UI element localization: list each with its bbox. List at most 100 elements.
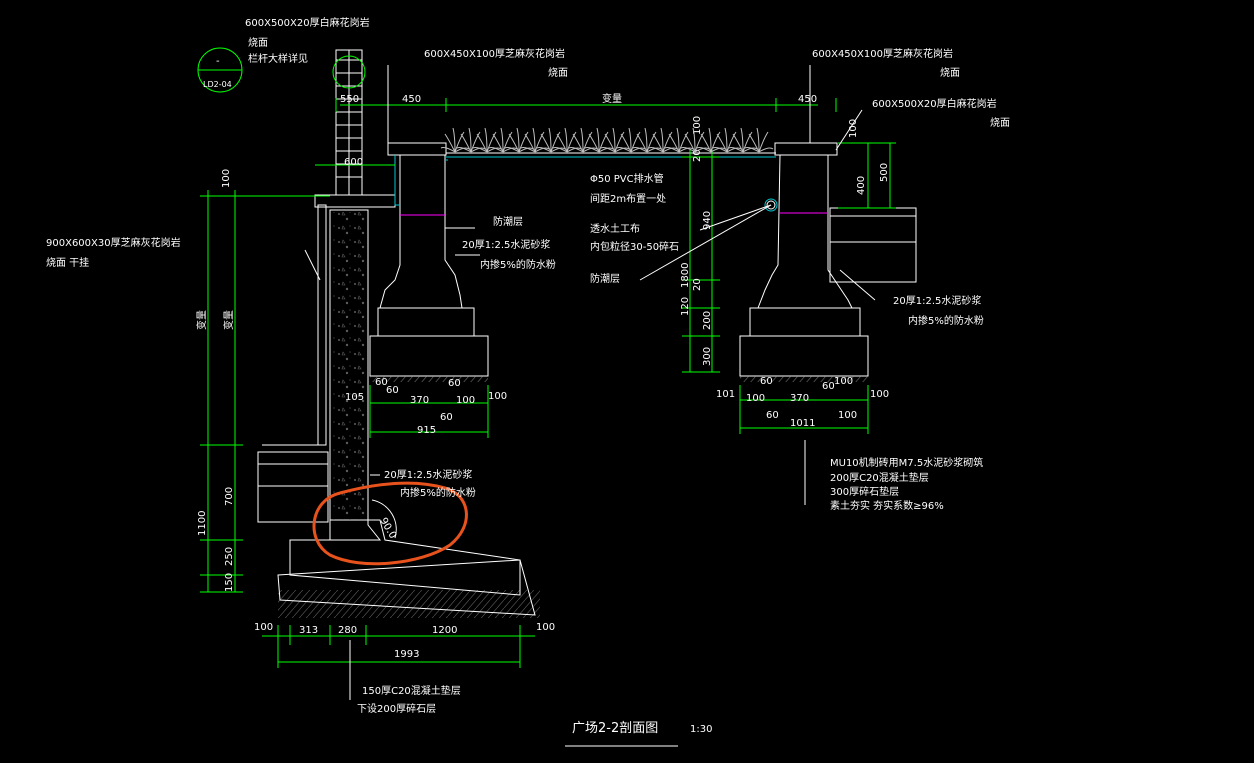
plant xyxy=(552,127,582,153)
dim-150: 150 xyxy=(224,573,235,592)
note-left-cap-1: 600X450X100厚芝麻灰花岗岩 xyxy=(424,47,565,60)
plant xyxy=(744,127,774,153)
plant xyxy=(680,127,710,153)
note-geotextile-2: 内包粒径30-50碎石 xyxy=(590,240,679,253)
planting-bed xyxy=(446,152,776,158)
note-base-2: 下设200厚碎石层 xyxy=(357,702,436,715)
left-planter-wall xyxy=(369,142,489,382)
dim-280: 280 xyxy=(338,625,357,636)
dim-450-left: 450 xyxy=(402,94,421,105)
dim-r60-b: 60 xyxy=(822,381,835,392)
plant xyxy=(584,127,614,153)
highlight-circle xyxy=(312,481,468,566)
plant xyxy=(440,127,470,153)
dim-var-top: 变量 xyxy=(602,92,622,105)
note-mortar-low-2: 内掺5%的防水粉 xyxy=(400,486,476,499)
plant xyxy=(600,127,630,153)
dim-250: 250 xyxy=(224,547,235,566)
note-geotextile-1: 透水土工布 xyxy=(590,222,640,235)
dim-r100-c: 100 xyxy=(870,389,889,400)
plant xyxy=(536,127,566,153)
dim-400: 400 xyxy=(856,176,867,195)
notes: 600X500X20厚白麻花岗岩 烧面 栏杆大样详见 600X450X100厚芝… xyxy=(46,16,1010,715)
dim-base-100-left: 100 xyxy=(254,622,273,633)
dim-var-a: 变量 xyxy=(195,310,208,330)
dim-915: 915 xyxy=(417,425,436,436)
note-right-cap-2: 烧面 xyxy=(940,66,960,79)
note-masonry-3: 300厚碎石垫层 xyxy=(830,485,899,498)
note-damp-left: 防潮层 xyxy=(493,215,523,228)
plants xyxy=(440,127,774,153)
note-cladding-2: 烧面 干挂 xyxy=(46,256,89,269)
dim-r60-a: 60 xyxy=(760,376,773,387)
dim-r60-c: 60 xyxy=(766,410,779,421)
dim-1993: 1993 xyxy=(394,649,419,660)
note-mortar-right-2: 内掺5%的防水粉 xyxy=(908,314,984,327)
plant xyxy=(648,127,678,153)
dim-550: 550 xyxy=(340,94,359,105)
note-railing-3: 栏杆大样详见 xyxy=(248,52,308,65)
dim-60-c: 60 xyxy=(448,378,461,389)
dim-base-100-right: 100 xyxy=(536,622,555,633)
note-drain-1: Φ50 PVC排水管 xyxy=(590,172,664,185)
note-drain-2: 间距2m布置一处 xyxy=(590,192,666,205)
dim-20: 20 xyxy=(692,149,703,162)
note-mortar-right-1: 20厚1:2.5水泥砂浆 xyxy=(893,294,981,307)
detail-ref-top: - xyxy=(216,56,220,67)
plant xyxy=(472,127,502,153)
dim-r100-b: 100 xyxy=(834,376,853,387)
dim-300: 300 xyxy=(702,347,713,366)
dim-60-d: 60 xyxy=(440,412,453,423)
plant xyxy=(696,127,726,153)
note-base-1: 150厚C20混凝土垫层 xyxy=(362,684,461,697)
detail-reference xyxy=(197,47,366,93)
plant xyxy=(728,127,758,153)
plant xyxy=(632,127,662,153)
drawing-title: 广场2-2剖面图 1:30 xyxy=(572,721,712,736)
dim-1100: 1100 xyxy=(197,511,208,536)
plant xyxy=(456,127,486,153)
dim-940: 940 xyxy=(702,211,713,230)
note-masonry-1: MU10机制砖用M7.5水泥砂浆砌筑 xyxy=(830,456,983,469)
note-right-cap-1: 600X450X100厚芝麻灰花岗岩 xyxy=(812,47,953,60)
dim-600: 600 xyxy=(344,157,363,168)
dimension-lines xyxy=(200,65,896,747)
title-scale: 1:30 xyxy=(690,724,712,735)
railing xyxy=(335,49,363,196)
note-right-paving-1: 600X500X20厚白麻花岗岩 xyxy=(872,97,997,110)
dim-100-a: 100 xyxy=(456,395,475,406)
dim-105: 105 xyxy=(345,392,364,403)
dim-60-a: 60 xyxy=(375,377,388,388)
note-railing-2: 烧面 xyxy=(248,36,268,49)
note-mortar-left-2: 内掺5%的防水粉 xyxy=(480,258,556,271)
plant xyxy=(504,127,534,153)
dim-r370: 370 xyxy=(790,393,809,404)
left-retaining-wall xyxy=(257,194,540,618)
plant xyxy=(520,127,550,153)
note-right-paving-2: 烧面 xyxy=(990,116,1010,129)
plant xyxy=(488,127,518,153)
note-railing-1: 600X500X20厚白麻花岗岩 xyxy=(245,16,370,29)
dim-200: 200 xyxy=(702,311,713,330)
dim-313: 313 xyxy=(299,625,318,636)
dimension-text: 550 450 变量 450 600 100 100 100 20 400 50… xyxy=(195,92,890,660)
note-mortar-low-1: 20厚1:2.5水泥砂浆 xyxy=(384,468,472,481)
note-left-cap-2: 烧面 xyxy=(548,66,568,79)
note-masonry-4: 素土夯实 夯实系数≥96% xyxy=(830,499,944,512)
note-masonry-2: 200厚C20混凝土垫层 xyxy=(830,471,929,484)
dim-100-cap: 100 xyxy=(692,116,703,135)
dim-1800: 1800 xyxy=(680,263,691,288)
dim-700: 700 xyxy=(224,487,235,506)
dim-20-b: 20 xyxy=(692,278,703,291)
dim-1200: 1200 xyxy=(432,625,457,636)
plant xyxy=(712,127,742,153)
dim-100-b: 100 xyxy=(488,391,507,402)
plant xyxy=(664,127,694,153)
dim-60-b: 60 xyxy=(386,385,399,396)
dim-100-right-cap: 100 xyxy=(848,119,859,138)
dim-var-b: 变量 xyxy=(222,310,235,330)
plant xyxy=(616,127,646,153)
dim-100-top: 100 xyxy=(221,169,232,188)
detail-ref-bottom: LD2-04 xyxy=(203,80,232,89)
